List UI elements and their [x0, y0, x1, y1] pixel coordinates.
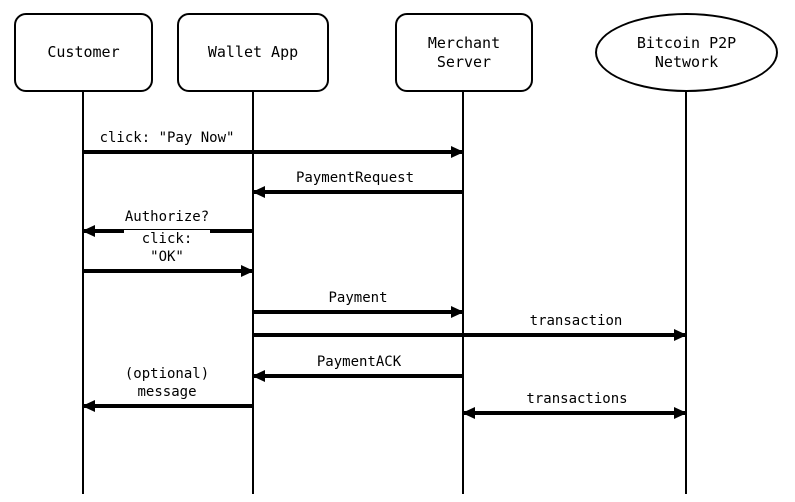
arrowhead-left-icon	[82, 225, 95, 237]
message-line	[253, 190, 463, 194]
lifeline-bitcoin-p2p-network	[685, 92, 687, 494]
message-optional-message-label: (optional) message	[122, 364, 212, 401]
arrowhead-right-icon	[451, 146, 464, 158]
lifeline-customer	[82, 92, 84, 494]
participant-bitcoin-p2p-network-label: Bitcoin P2P Network	[636, 33, 737, 71]
message-payment-label: Payment	[326, 288, 390, 307]
message-payment-request-label: PaymentRequest	[293, 168, 417, 187]
lifeline-merchant-server	[462, 92, 464, 494]
lifeline-wallet-app	[252, 92, 254, 494]
message-authorize-label: Authorize?	[122, 207, 212, 226]
participant-customer-label: Customer	[47, 43, 120, 62]
participant-wallet-app: Wallet App	[177, 13, 329, 92]
arrowhead-right-icon	[674, 407, 687, 419]
participant-merchant-server: Merchant Server	[395, 13, 533, 92]
message-line	[253, 333, 686, 337]
message-transactions-label: transactions	[524, 389, 630, 408]
arrowhead-right-icon	[674, 329, 687, 341]
message-payment-ack-label: PaymentACK	[314, 352, 404, 371]
participant-customer: Customer	[14, 13, 153, 92]
participant-bitcoin-p2p-network: Bitcoin P2P Network	[595, 13, 778, 92]
message-line	[83, 150, 463, 154]
message-line	[83, 269, 253, 273]
arrowhead-left-icon	[252, 186, 265, 198]
message-click-ok-label: click: "OK"	[124, 229, 210, 266]
message-transaction-label: transaction	[527, 311, 625, 330]
arrowhead-right-icon	[451, 306, 464, 318]
message-line	[83, 404, 253, 408]
message-line	[253, 374, 463, 378]
participant-wallet-app-label: Wallet App	[207, 43, 299, 62]
arrowhead-left-icon	[252, 370, 265, 382]
arrowhead-left-icon	[462, 407, 475, 419]
message-click-pay-now-label: click: "Pay Now"	[97, 128, 237, 147]
arrowhead-left-icon	[82, 400, 95, 412]
arrowhead-right-icon	[241, 265, 254, 277]
message-line	[463, 411, 686, 415]
message-line	[253, 310, 463, 314]
participant-merchant-server-label: Merchant Server	[427, 33, 501, 71]
